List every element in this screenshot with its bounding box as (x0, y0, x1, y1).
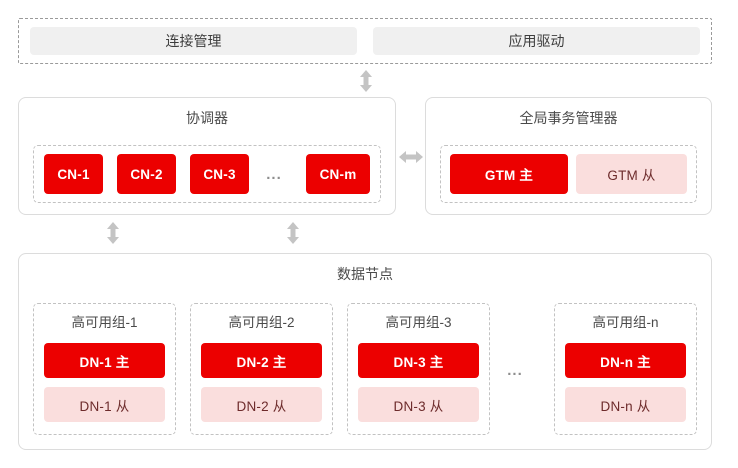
node-label: DN-1 主 (79, 354, 130, 370)
double-arrow-horizontal-icon (399, 149, 423, 165)
access-layer-item-connection-management[interactable]: 连接管理 (30, 27, 357, 55)
node-label: CN-3 (203, 166, 236, 182)
ha-group-n-title: 高可用组-n (592, 315, 659, 330)
ha-group-3-primary-node[interactable]: DN-3 主 (358, 343, 479, 378)
ha-group-2-primary-node[interactable]: DN-2 主 (201, 343, 322, 378)
ha-group-2-standby-node[interactable]: DN-2 从 (201, 387, 322, 422)
data-nodes-ellipsis: ... (507, 361, 523, 379)
ha-group-3 (347, 303, 490, 435)
data-nodes-title: 数据节点 (337, 266, 393, 282)
gtm-node-standby[interactable]: GTM 从 (576, 154, 687, 194)
gtm-node-group (440, 145, 697, 203)
ha-group-1-standby-node[interactable]: DN-1 从 (44, 387, 165, 422)
coordinator-node-cn-3[interactable]: CN-3 (190, 154, 249, 194)
ha-group-1 (33, 303, 176, 435)
ha-group-1-title: 高可用组-1 (71, 315, 138, 330)
ha-group-1-primary-node[interactable]: DN-1 主 (44, 343, 165, 378)
node-label: DN-n 主 (600, 354, 651, 370)
coordinator-node-cn-2[interactable]: CN-2 (117, 154, 176, 194)
coordinator-node-cn-m[interactable]: CN-m (306, 154, 370, 194)
coordinator-ellipsis: ... (266, 165, 282, 183)
ha-group-3-title: 高可用组-3 (385, 315, 452, 330)
node-label: DN-2 主 (236, 354, 287, 370)
access-layer-label: 应用驱动 (508, 33, 565, 49)
node-label: CN-2 (130, 166, 163, 182)
access-layer-item-app-driver[interactable]: 应用驱动 (373, 27, 700, 55)
ha-group-n-standby-node[interactable]: DN-n 从 (565, 387, 686, 422)
node-label: GTM 主 (484, 168, 534, 183)
coordinator-node-cn-1[interactable]: CN-1 (44, 154, 103, 194)
access-layer-container (18, 18, 712, 64)
coordinator-title: 协调器 (186, 110, 228, 126)
node-label: DN-3 从 (393, 398, 444, 414)
gtm-title: 全局事务管理器 (519, 110, 618, 126)
node-label: GTM 从 (607, 168, 656, 183)
node-label: DN-3 主 (393, 354, 444, 370)
node-label: DN-n 从 (600, 398, 651, 414)
double-arrow-vertical-icon (358, 70, 374, 92)
ha-group-n-primary-node[interactable]: DN-n 主 (565, 343, 686, 378)
node-label: CN-1 (57, 166, 90, 182)
double-arrow-vertical-icon-right (285, 222, 301, 244)
ha-group-2 (190, 303, 333, 435)
node-label: DN-1 从 (79, 398, 130, 414)
double-arrow-vertical-icon-left (105, 222, 121, 244)
access-layer-label: 连接管理 (165, 33, 222, 49)
node-label: CN-m (319, 166, 357, 182)
ha-group-2-title: 高可用组-2 (228, 315, 295, 330)
gtm-node-primary[interactable]: GTM 主 (450, 154, 568, 194)
node-label: DN-2 从 (236, 398, 287, 414)
coordinator-node-group (33, 145, 381, 203)
ha-group-n (554, 303, 697, 435)
ha-group-3-standby-node[interactable]: DN-3 从 (358, 387, 479, 422)
